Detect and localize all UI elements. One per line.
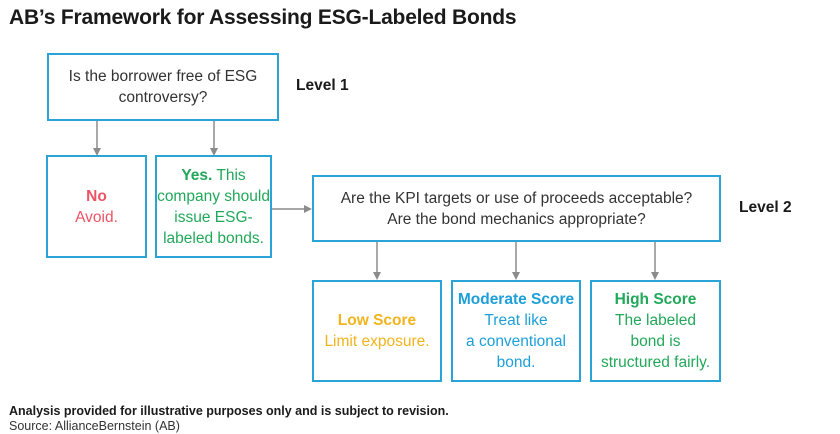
low-score-heading: Low Score — [337, 312, 417, 329]
level1-label: Level 1 — [296, 77, 349, 94]
yes-line3: issue ESG- — [174, 208, 253, 226]
level1-question-box: Is the borrower free of ESG controversy? — [47, 53, 279, 121]
low-score-box: Low Score Limit exposure. — [312, 280, 442, 382]
moderate-score-line1: Treat like — [484, 312, 548, 329]
yes-line2: company should — [157, 187, 270, 205]
no-text: Avoid. — [75, 208, 118, 226]
yes-box: Yes. This company should issue ESG- labe… — [155, 155, 272, 258]
level2-label: Level 2 — [739, 199, 792, 216]
level2-question-box: Are the KPI targets or use of proceeds a… — [312, 175, 721, 242]
page-title: AB’s Framework for Assessing ESG-Labeled… — [9, 6, 517, 29]
no-box: No Avoid. — [46, 155, 147, 258]
moderate-score-line2: a conventional — [466, 333, 566, 350]
moderate-score-line3: bond. — [496, 354, 536, 371]
high-score-line2: bond is — [630, 333, 681, 350]
source-note: Source: AllianceBernstein (AB) — [9, 419, 180, 433]
yes-heading: Yes. — [181, 166, 213, 184]
moderate-score-box: Moderate Score Treat like a conventional… — [451, 280, 581, 382]
level2-question-line2: Are the bond mechanics appropriate? — [387, 210, 646, 228]
yes-line1-rest: This — [212, 166, 246, 184]
footnote: Analysis provided for illustrative purpo… — [9, 404, 449, 418]
high-score-box: High Score The labeled bond is structure… — [590, 280, 721, 382]
level1-question-line2: controversy? — [118, 89, 208, 106]
level1-question-line1: Is the borrower free of ESG — [68, 68, 258, 85]
level2-question-line1: Are the KPI targets or use of proceeds a… — [340, 189, 693, 207]
yes-line1: Yes. This — [181, 165, 245, 186]
yes-line4: labeled bonds. — [163, 229, 264, 247]
moderate-score-heading: Moderate Score — [457, 291, 575, 308]
no-heading: No — [86, 187, 107, 205]
high-score-line1: The labeled — [614, 312, 696, 329]
high-score-heading: High Score — [614, 291, 697, 308]
high-score-line3: structured fairly. — [600, 354, 711, 371]
low-score-text: Limit exposure. — [324, 333, 430, 350]
